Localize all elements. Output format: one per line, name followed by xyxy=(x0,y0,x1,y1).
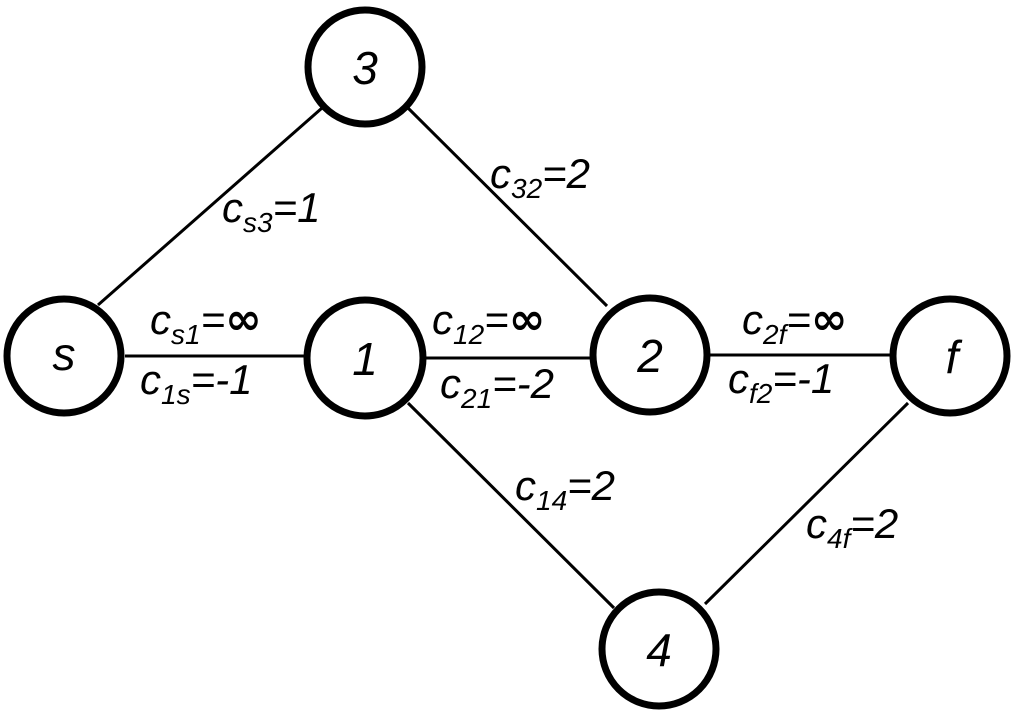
node-2-label: 2 xyxy=(636,330,663,382)
node-3: 3 xyxy=(304,6,426,128)
node-4-label: 4 xyxy=(646,624,672,676)
node-4: 4 xyxy=(598,588,720,710)
node-1: 1 xyxy=(303,296,427,420)
edge-3-2 xyxy=(406,106,609,308)
node-f-label: f xyxy=(946,331,963,383)
edge-label-c-14: c14=2 xyxy=(515,462,615,516)
edge-label-c-s1: cs1=∞ xyxy=(150,294,262,350)
node-s: s xyxy=(3,295,125,417)
edge-label-c-21: c21=-2 xyxy=(440,360,554,414)
node-1-label: 1 xyxy=(352,333,378,385)
edge-4-f xyxy=(703,401,910,606)
edge-s-3 xyxy=(97,106,323,307)
node-3-label: 3 xyxy=(352,42,378,94)
edge-label-c-12: c12=∞ xyxy=(432,294,545,350)
edge-label-c-s3: cs3=1 xyxy=(222,184,320,238)
edge-1-4 xyxy=(406,401,616,610)
node-f: f xyxy=(889,295,1011,417)
edge-label-c-f2: cf2=-1 xyxy=(728,355,834,409)
edge-label-c-2f: c2f=∞ xyxy=(742,294,848,350)
edge-label-c-4f: c4f=2 xyxy=(806,500,898,554)
node-2: 2 xyxy=(589,294,711,416)
edge-label-c-1s: c1s=-1 xyxy=(140,356,252,410)
node-s-label: s xyxy=(53,328,76,380)
edge-label-c-32: c32=2 xyxy=(490,150,590,204)
